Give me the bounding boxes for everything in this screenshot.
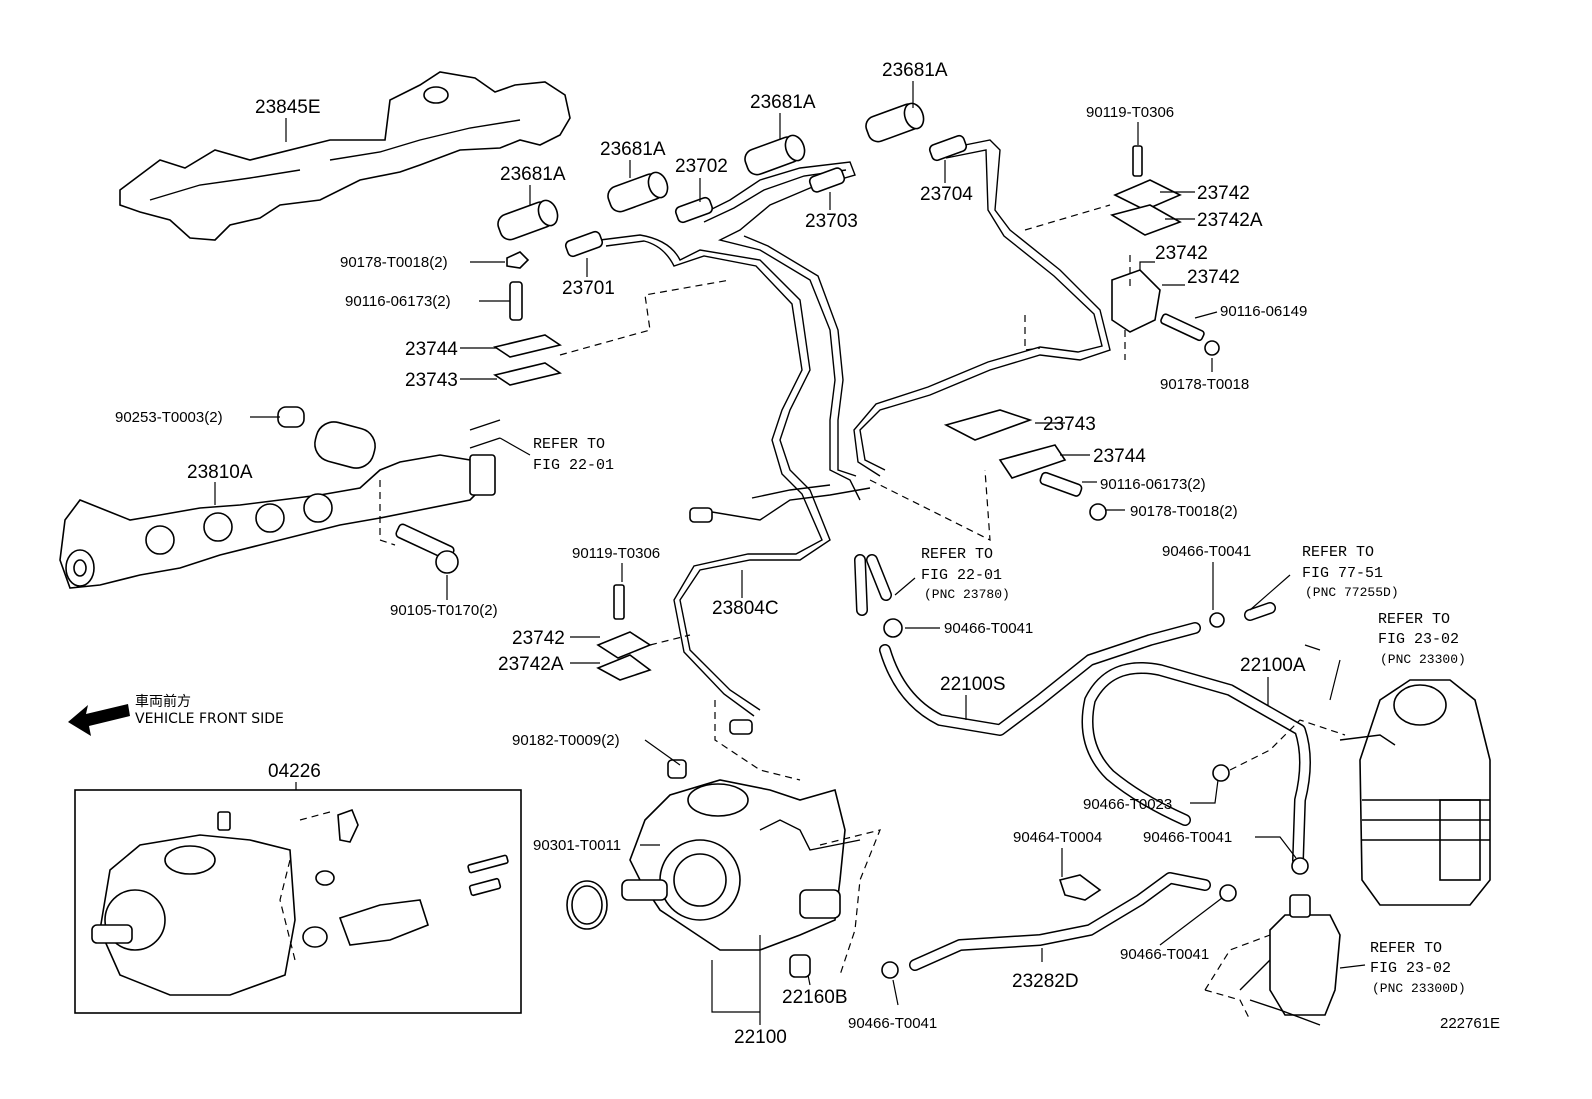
part-labels: 23845E 23681A 23681A 23681A 23681A 23702… (115, 60, 1307, 1048)
ref-3-line2: FIG 77-51 (1302, 565, 1383, 582)
ref-1-line2: FIG 22-01 (533, 457, 614, 474)
pipe-clamp-right-mid (943, 409, 1107, 521)
label-23743-b: 23743 (1043, 414, 1096, 435)
fuel-line-left (854, 554, 1276, 621)
ref-4-line2: FIG 23-02 (1378, 631, 1459, 648)
injector-sleeve-1 (497, 199, 559, 241)
label-90466-T0041-c: 90466-T0041 (1143, 829, 1232, 846)
label-22100S: 22100S (940, 674, 1006, 695)
label-90466-T0023: 90466-T0023 (1083, 796, 1172, 813)
label-23742-a: 23742 (1197, 183, 1250, 204)
label-04226: 04226 (268, 761, 321, 782)
label-23742A-a: 23742A (1197, 210, 1263, 231)
label-23744-a: 23744 (405, 339, 458, 360)
injector-sleeve-2 (607, 171, 669, 213)
injector-sleeve-4 (865, 102, 925, 143)
pipe-clamp-left (493, 251, 562, 386)
ref-5-line1: REFER TO (1370, 940, 1442, 957)
hose-23282D (909, 872, 1211, 971)
label-23845E: 23845E (255, 97, 321, 118)
label-23681A-2: 23681A (600, 139, 666, 160)
hose-22100S (879, 622, 1201, 736)
label-23681A-4: 23681A (882, 60, 948, 81)
label-90466-T0041-a: 90466-T0041 (944, 620, 1033, 637)
direction-note: 車両前方 VEHICLE FRONT SIDE (135, 693, 284, 727)
label-23743-a: 23743 (405, 370, 458, 391)
common-rail (59, 406, 501, 589)
label-22100: 22100 (734, 1027, 787, 1048)
hose-clips (881, 612, 1309, 979)
fuel-sedimenter (1239, 894, 1341, 1026)
reference-notes: REFER TO FIG 22-01 REFER TO FIG 22-01 (P… (533, 436, 1466, 996)
label-90119-T0306-top: 90119-T0306 (1086, 104, 1174, 121)
label-22100A: 22100A (1240, 655, 1306, 676)
label-90178-T0018: 90178-T0018 (1160, 376, 1249, 393)
label-90466-T0041-b: 90466-T0041 (1162, 543, 1251, 560)
label-23742-c: 23742 (1187, 267, 1240, 288)
label-90464-T0004: 90464-T0004 (1013, 829, 1102, 846)
ref-5-pnc: (PNC 23300D) (1372, 981, 1466, 996)
ref-4-line1: REFER TO (1378, 611, 1450, 628)
diagram-code: 222761E (1440, 1015, 1500, 1032)
ref-5-line2: FIG 23-02 (1370, 960, 1451, 977)
label-22160B: 22160B (782, 987, 848, 1008)
label-90116-06149: 90116-06149 (1220, 303, 1307, 320)
kit-04226-box (74, 789, 522, 1014)
kit-04226-pump (91, 808, 509, 996)
injector-sleeve-3 (744, 134, 806, 176)
ref-3-line1: REFER TO (1302, 544, 1374, 561)
label-90105-T0170-2: 90105-T0170(2) (390, 602, 498, 619)
ref-2-line2: FIG 22-01 (921, 567, 1002, 584)
direction-jp: 車両前方 (135, 693, 191, 710)
ref-4-pnc: (PNC 23300) (1380, 652, 1466, 667)
label-90253-T0003-2: 90253-T0003(2) (115, 409, 223, 426)
vehicle-front-arrow-icon (68, 704, 130, 736)
direction-en: VEHICLE FRONT SIDE (135, 711, 284, 727)
pipe-clamp-right-top (1109, 145, 1220, 356)
label-90119-T0306-mid: 90119-T0306 (572, 545, 660, 562)
label-23681A-1: 23681A (500, 164, 566, 185)
label-23742-b: 23742 (1155, 243, 1208, 264)
label-23810A: 23810A (187, 462, 253, 483)
label-23681A-3: 23681A (750, 92, 816, 113)
label-23701: 23701 (562, 278, 615, 299)
label-90182-T0009-2: 90182-T0009(2) (512, 732, 620, 749)
label-23742A-b: 23742A (498, 654, 564, 675)
label-90466-T0041-e: 90466-T0041 (848, 1015, 937, 1032)
leader-lines (214, 81, 1366, 1025)
hose-22100A (1081, 662, 1311, 866)
injection-pump (566, 759, 861, 978)
label-90178-T0018-2b: 90178-T0018(2) (1130, 503, 1238, 520)
pipe-clamp-lower (596, 584, 652, 681)
injection-pipes (564, 134, 1111, 735)
label-23704: 23704 (920, 184, 973, 205)
label-23703: 23703 (805, 211, 858, 232)
label-90116-06173-2b: 90116-06173(2) (1100, 476, 1206, 493)
label-90178-T0018-2a: 90178-T0018(2) (340, 254, 448, 271)
reference-dashed-lines (279, 204, 1346, 1021)
label-23742-d: 23742 (512, 628, 565, 649)
ref-2-line1: REFER TO (921, 546, 993, 563)
label-90301-T0011: 90301-T0011 (533, 837, 621, 854)
injector-cover (119, 71, 571, 241)
fuel-filter (1339, 679, 1491, 906)
ref-3-pnc: (PNC 77255D) (1305, 585, 1399, 600)
label-23702: 23702 (675, 156, 728, 177)
label-90116-06173-2a: 90116-06173(2) (345, 293, 451, 310)
label-90466-T0041-d: 90466-T0041 (1120, 946, 1209, 963)
label-23744-b: 23744 (1093, 446, 1146, 467)
label-23804C: 23804C (712, 598, 779, 619)
label-23282D: 23282D (1012, 971, 1079, 992)
ref-2-pnc: (PNC 23780) (924, 587, 1010, 602)
ref-1-line1: REFER TO (533, 436, 605, 453)
